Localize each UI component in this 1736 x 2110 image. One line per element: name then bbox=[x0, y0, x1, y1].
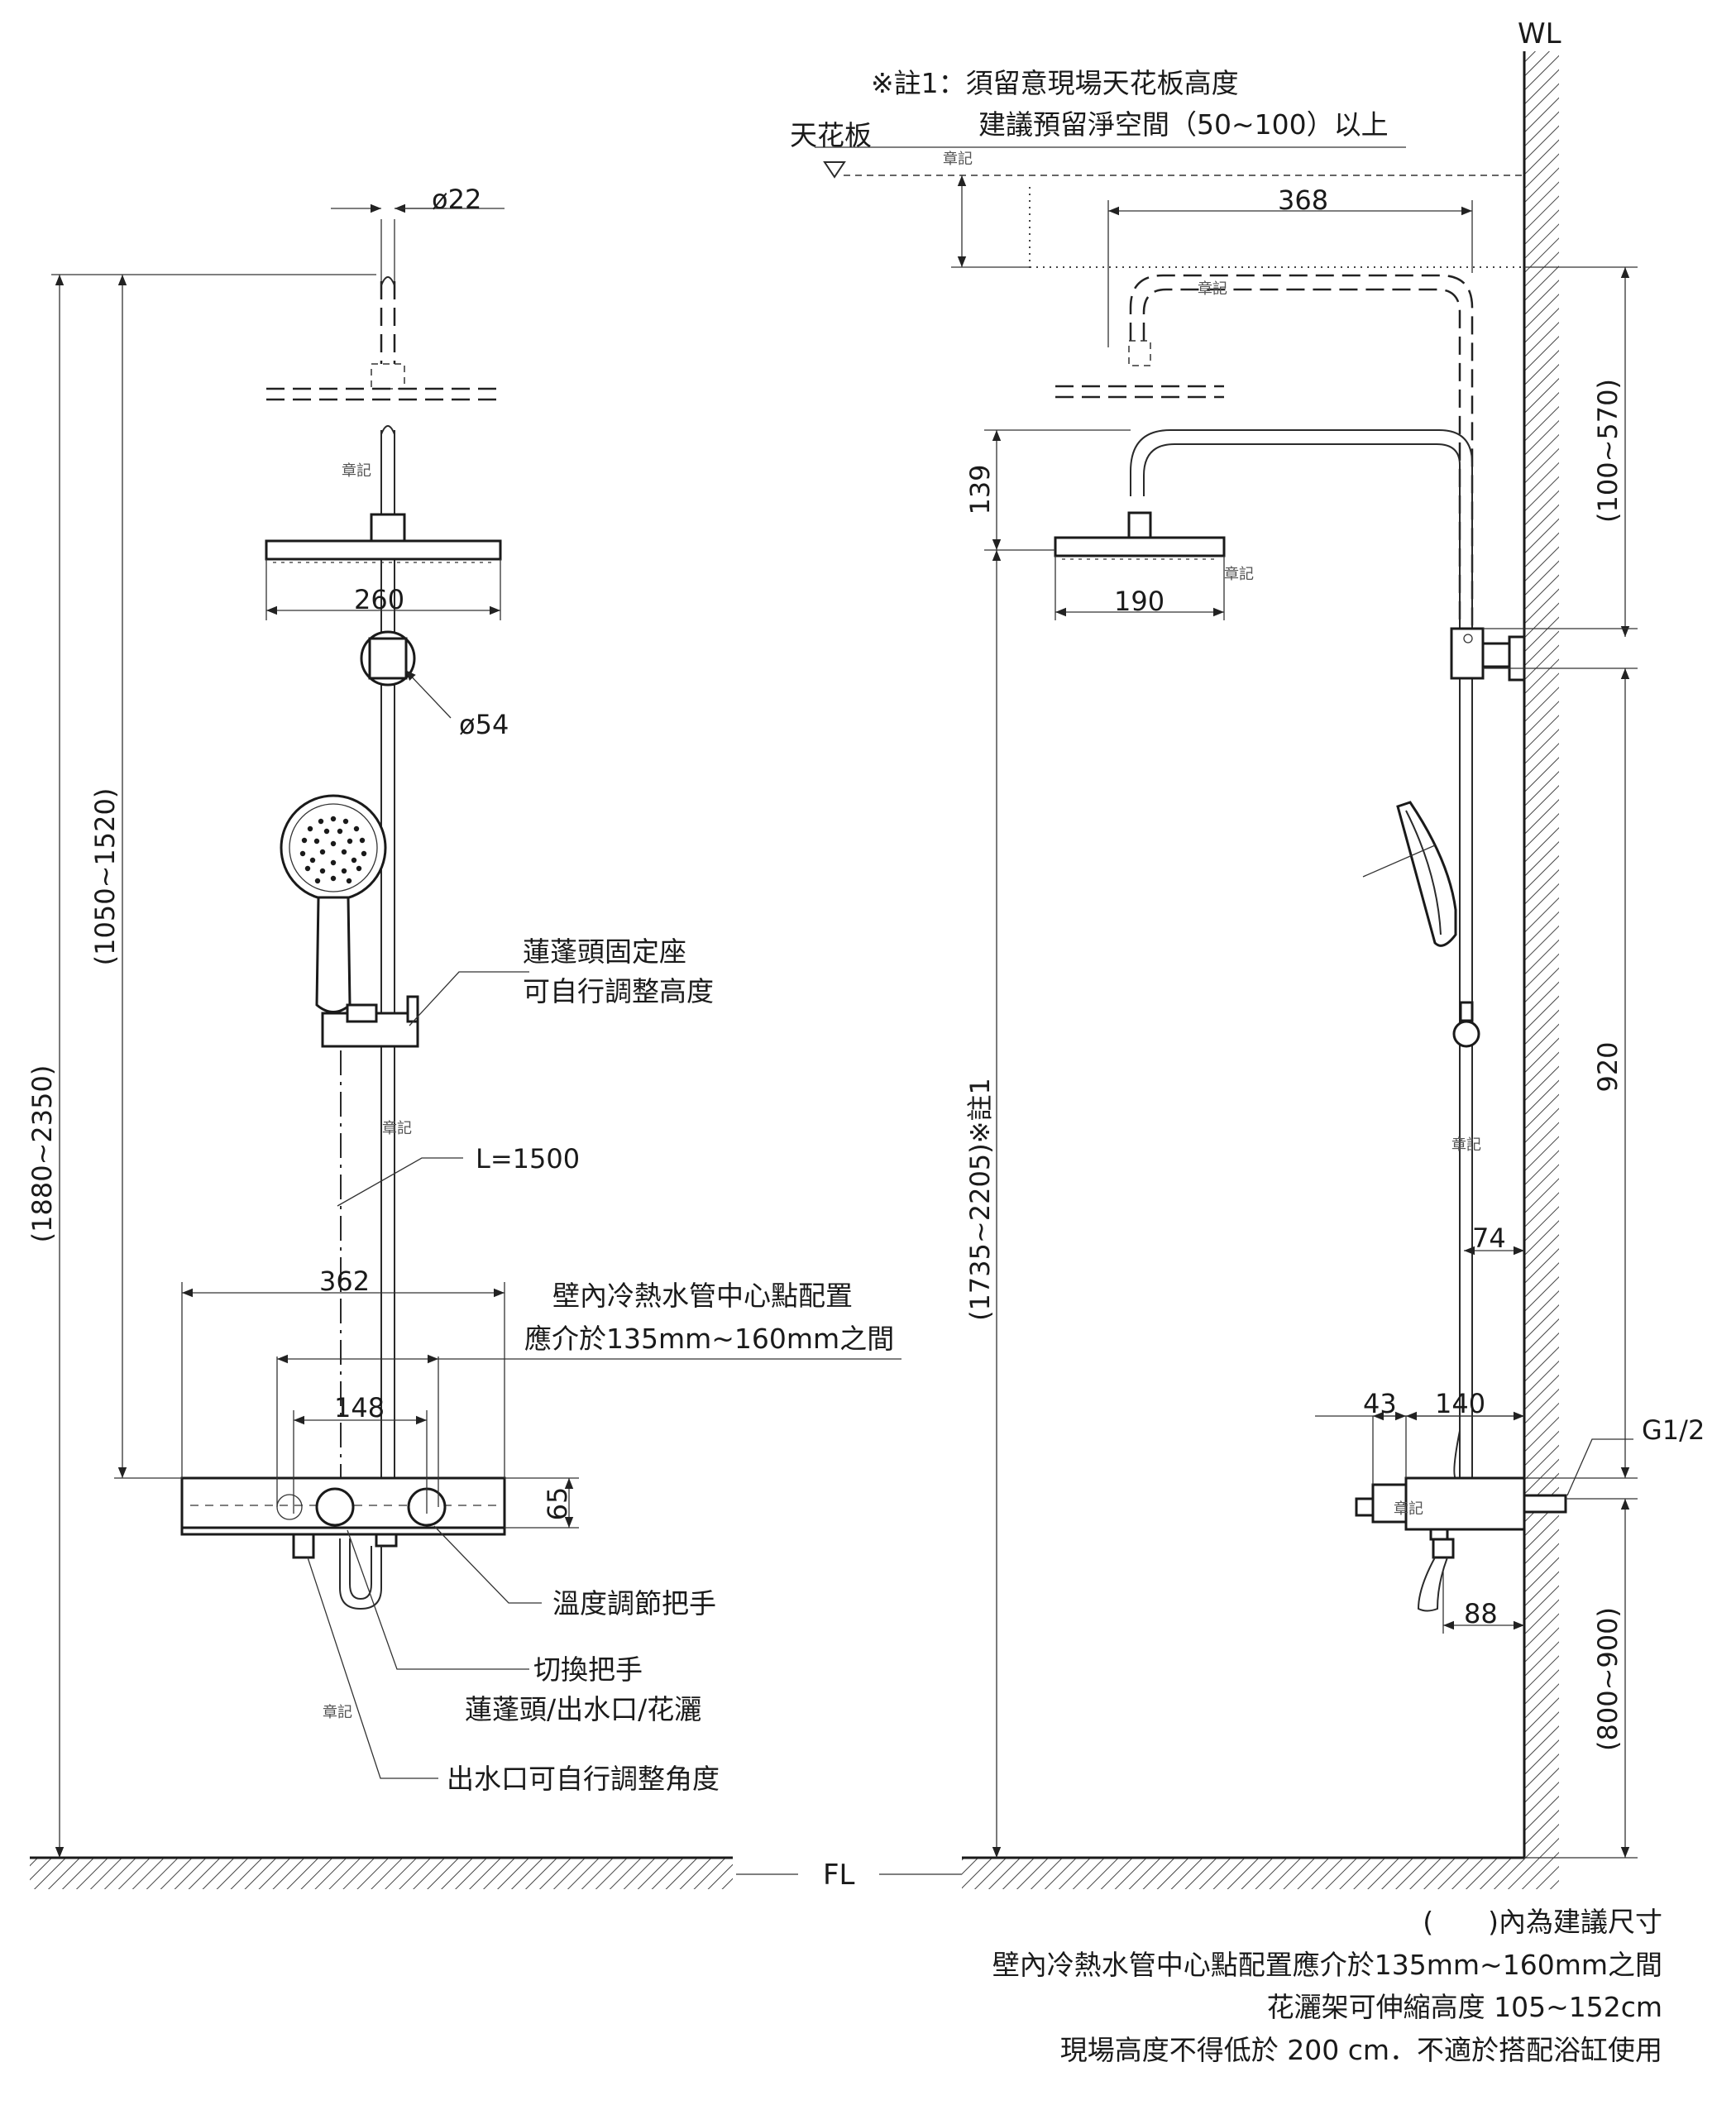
note-rail-telescopic: 花灑架可伸縮高度 105~152cm bbox=[1267, 1991, 1662, 2023]
ceiling-label: 天花板 bbox=[790, 119, 872, 151]
watermark-stamp: 章記 bbox=[1198, 280, 1227, 298]
side-dimensions bbox=[951, 175, 1638, 1859]
valve-depth-a-label: 43 bbox=[1363, 1388, 1397, 1419]
arm-reach-label: 368 bbox=[1278, 184, 1328, 216]
watermark-stamp: 章記 bbox=[1451, 1136, 1481, 1154]
shelf-width-label: 362 bbox=[319, 1266, 370, 1297]
watermark-stamp: 章記 bbox=[943, 151, 973, 168]
spout-adjust-label: 出水口可自行調整角度 bbox=[447, 1763, 720, 1795]
watermark-stamp: 章記 bbox=[342, 462, 371, 480]
note-pipe-spacing: 壁內冷熱水管中心點配置應介於135mm~160mm之間 bbox=[992, 1949, 1662, 1981]
spout-offset-label: 88 bbox=[1464, 1598, 1498, 1629]
floor-level-label: FL bbox=[823, 1859, 855, 1892]
bracket-diameter-label: ø54 bbox=[459, 709, 509, 740]
note-min-height: 現場高度不得低於 200 cm．不適於搭配浴缸使用 bbox=[1060, 2034, 1662, 2066]
note1-line2: 建議預留淨空間（50~100）以上 bbox=[978, 108, 1389, 141]
hose-length-label: L=1500 bbox=[476, 1143, 580, 1175]
temp-handle-label: 溫度調節把手 bbox=[552, 1587, 716, 1620]
side-view bbox=[815, 146, 1567, 1612]
watermark-stamp: 章記 bbox=[1224, 566, 1254, 583]
front-view bbox=[180, 276, 506, 1610]
hand-shower-nozzles bbox=[299, 816, 367, 884]
watermark-stamp: 章記 bbox=[323, 1704, 352, 1721]
holder-label-line1: 蓮蓬頭固定座 bbox=[523, 935, 686, 968]
wall-hatch bbox=[1523, 51, 1559, 1889]
ceiling-clear-label: (100~570) bbox=[1592, 379, 1624, 523]
watermark-stamp: 章記 bbox=[1394, 1500, 1423, 1518]
valve-height-label: (800~900) bbox=[1592, 1607, 1624, 1751]
top-height-label: (1735~2205)※註1 bbox=[964, 1078, 996, 1321]
rail-height-label: (1050~1520) bbox=[89, 788, 121, 966]
switch-handle-line2: 蓮蓬頭/出水口/花灑 bbox=[465, 1693, 701, 1725]
pipe-note-line1: 壁內冷熱水管中心點配置 bbox=[552, 1280, 853, 1312]
rail-offset-label: 74 bbox=[1472, 1222, 1506, 1254]
thread-label: G1/2 bbox=[1642, 1414, 1705, 1446]
head-drop-label: 139 bbox=[964, 464, 996, 514]
watermark-stamp: 章記 bbox=[382, 1120, 412, 1137]
head-width-front-label: 260 bbox=[354, 584, 404, 615]
floor-hatch-right bbox=[962, 1856, 1524, 1889]
switch-handle-line1: 切換把手 bbox=[533, 1653, 643, 1686]
floor-hatch-left bbox=[30, 1856, 733, 1889]
pipe-diameter-label: ø22 bbox=[432, 184, 481, 215]
holder-label-line2: 可自行調整高度 bbox=[523, 975, 714, 1007]
head-width-side-label: 190 bbox=[1114, 586, 1165, 617]
wall-line-label: WL bbox=[1518, 17, 1561, 50]
shelf-height-label: 65 bbox=[542, 1487, 573, 1521]
front-dimensions bbox=[51, 203, 901, 1858]
total-height-label: (1880~2350) bbox=[26, 1065, 58, 1243]
note-recommended: ( )內為建議尺寸 bbox=[1423, 1906, 1662, 1938]
valve-depth-b-label: 140 bbox=[1435, 1388, 1485, 1419]
pipe-note-line2: 應介於135mm~160mm之間 bbox=[524, 1323, 894, 1355]
note1-line1: ※註1：須留意現場天花板高度 bbox=[871, 67, 1239, 99]
bracket-spacing-label: 920 bbox=[1592, 1041, 1624, 1092]
inlet-spacing-label: 148 bbox=[334, 1392, 385, 1423]
